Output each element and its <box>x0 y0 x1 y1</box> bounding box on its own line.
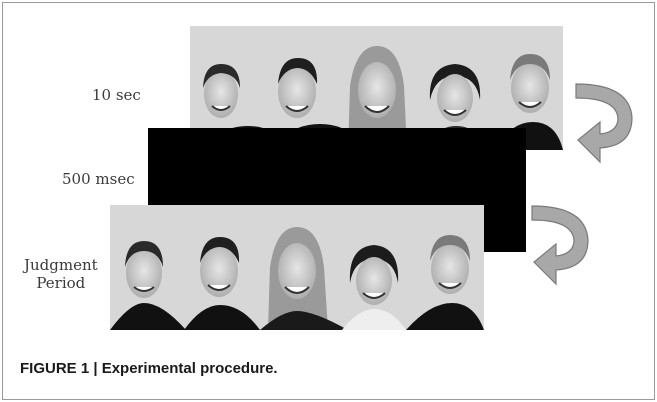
faces-illustration-bottom <box>110 227 484 330</box>
face-3 <box>260 227 348 330</box>
stage-label-line-2: Period <box>36 274 86 292</box>
face-5 <box>406 235 484 330</box>
figure-caption: FIGURE 1 | Experimental procedure. <box>20 360 278 377</box>
procedure-diagram: 10 sec 500 msec Judgment Period <box>24 26 633 330</box>
face-4 <box>342 245 406 330</box>
face-array-image-bottom <box>110 205 484 330</box>
face-2 <box>184 237 260 330</box>
curved-arrow-icon <box>575 83 633 164</box>
stage-label-500-msec: 500 msec <box>62 170 135 188</box>
stage-label-judgment-period: Judgment Period <box>24 256 98 292</box>
stage-label-10-sec: 10 sec <box>92 86 141 104</box>
face-1 <box>110 241 186 330</box>
curved-arrow-icon <box>531 205 589 286</box>
stage-label-line-1: Judgment <box>24 256 98 274</box>
